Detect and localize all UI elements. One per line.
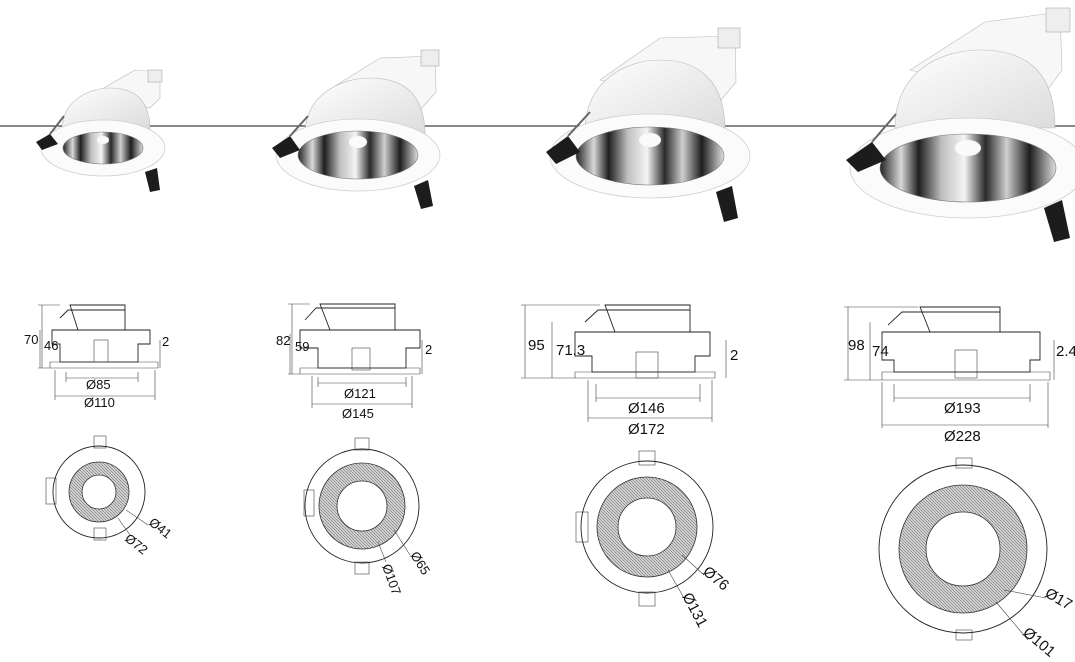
dim-reflector-large: Ø131 xyxy=(678,590,710,630)
front-view-medium: Ø65 Ø107 xyxy=(303,437,433,597)
dim-flange-small: 2 xyxy=(162,334,169,349)
dim-outer-xlarge: Ø228 xyxy=(944,428,981,445)
downlight-render-large xyxy=(546,27,751,222)
dim-aperture-small: Ø41 xyxy=(146,515,175,542)
dim-cutout-xlarge: Ø193 xyxy=(944,400,981,417)
side-elevation-large: 95 71.3 2 Ø146 Ø172 xyxy=(521,304,738,438)
dim-cutout-small: Ø85 xyxy=(86,377,111,392)
dim-height-medium: 82 xyxy=(276,333,290,348)
front-view-xlarge: Ø17 Ø101 xyxy=(878,457,1075,661)
dim-body-height-medium: 59 xyxy=(295,339,309,354)
dim-body-height-xlarge: 74 xyxy=(872,343,889,360)
dim-body-height-small: 46 xyxy=(44,338,58,353)
dim-outer-large: Ø172 xyxy=(628,421,665,438)
downlight-render-small xyxy=(36,69,166,192)
dim-outer-small: Ø110 xyxy=(84,395,115,410)
dim-flange-large: 2 xyxy=(730,347,738,364)
dim-flange-medium: 2 xyxy=(425,342,432,357)
dim-flange-xlarge: 2.4 xyxy=(1056,343,1075,360)
dim-outer-medium: Ø145 xyxy=(342,406,374,421)
side-elevation-xlarge: 98 74 2.4 Ø193 Ø228 xyxy=(844,306,1075,445)
dim-cutout-large: Ø146 xyxy=(628,400,665,417)
dim-height-large: 95 xyxy=(528,337,545,354)
downlight-render-medium xyxy=(272,49,441,209)
dim-reflector-medium: Ø107 xyxy=(379,562,404,597)
dim-aperture-xlarge: Ø17 xyxy=(1042,585,1075,614)
front-view-small: Ø41 Ø72 xyxy=(45,435,175,558)
dim-reflector-small: Ø72 xyxy=(122,531,151,558)
dim-body-height-large: 71.3 xyxy=(556,342,585,359)
dim-aperture-large: Ø76 xyxy=(699,563,732,594)
dim-height-small: 70 xyxy=(24,332,38,347)
dim-reflector-xlarge: Ø101 xyxy=(1019,624,1058,657)
dim-height-xlarge: 98 xyxy=(848,337,865,354)
dim-aperture-medium: Ø65 xyxy=(407,549,433,578)
dim-cutout-medium: Ø121 xyxy=(344,386,376,401)
front-view-large: Ø76 Ø131 xyxy=(575,450,732,630)
side-elevation-medium: 82 59 2 Ø121 Ø145 xyxy=(276,303,432,421)
downlight-render-xlarge xyxy=(846,7,1075,242)
side-elevation-small: 70 46 2 Ø85 Ø110 xyxy=(24,304,169,410)
